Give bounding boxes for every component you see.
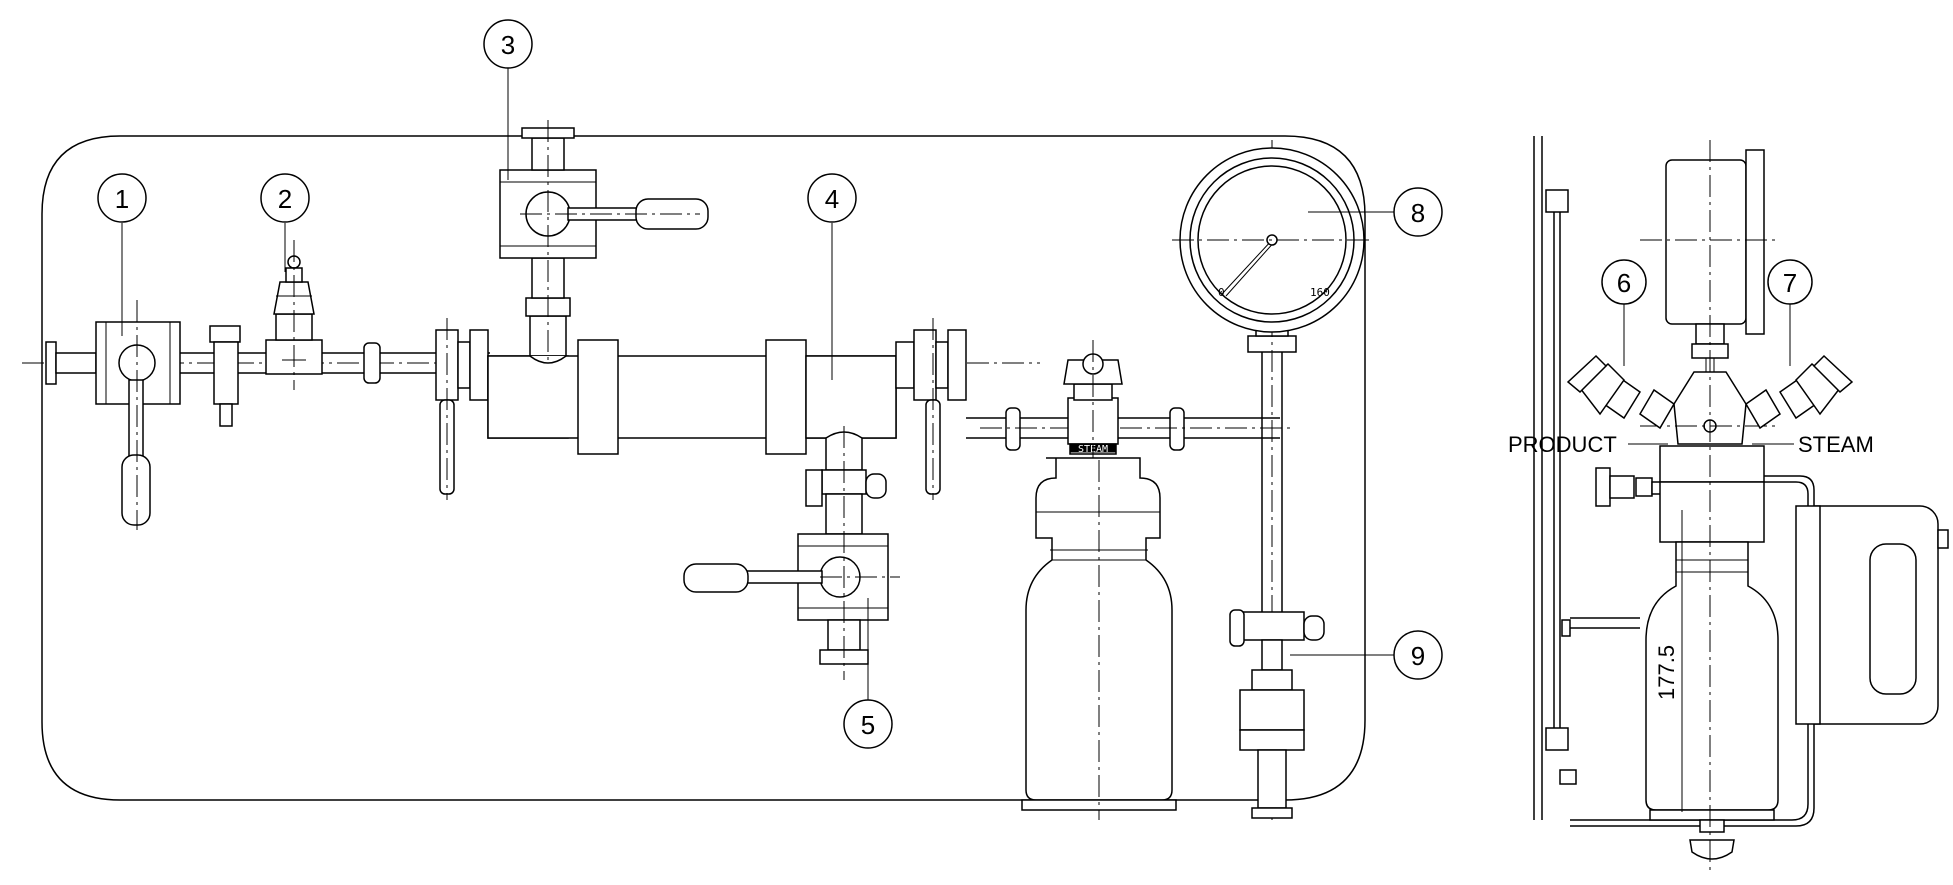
check-element xyxy=(209,325,241,427)
side-panel-edge xyxy=(1533,136,1577,820)
bottle-height-dimension: 177.5 xyxy=(1654,645,1679,700)
callout-8: 8 xyxy=(1393,187,1443,237)
callout-3: 3 xyxy=(483,19,533,69)
needle-valve-2 xyxy=(265,240,323,390)
clamp-flange-right xyxy=(895,318,967,500)
svg-text:2: 2 xyxy=(278,184,292,214)
callout-7: 7 xyxy=(1767,259,1813,305)
side-view: PRODUCT STEAM 177.5 xyxy=(1508,136,1949,870)
svg-text:5: 5 xyxy=(861,710,875,740)
side-flow-labels: PRODUCT STEAM xyxy=(1508,432,1874,457)
pressure-gauge-8: 0 160 xyxy=(1172,147,1372,333)
ball-valve-5 xyxy=(683,426,900,680)
svg-text:1: 1 xyxy=(115,184,129,214)
callout-5: 5 xyxy=(843,699,893,749)
clamp-flange-left xyxy=(435,318,489,500)
ball-valve-1 xyxy=(95,300,181,530)
svg-text:7: 7 xyxy=(1783,268,1797,298)
callout-1: 1 xyxy=(97,173,147,223)
pipe-union xyxy=(363,342,381,384)
callout-2: 2 xyxy=(260,173,310,223)
side-heater-box xyxy=(1795,505,1949,725)
side-gauge xyxy=(1640,149,1776,359)
side-product-stub xyxy=(1595,467,1665,507)
svg-text:9: 9 xyxy=(1411,641,1425,671)
side-bottle xyxy=(1645,140,1779,870)
drain-valve-9 xyxy=(1229,609,1325,819)
gauge-max-label: 160 xyxy=(1310,286,1330,299)
ball-valve-3 xyxy=(499,120,709,364)
callout-6: 6 xyxy=(1601,259,1647,305)
callout-leaders-front xyxy=(121,68,1394,700)
gauge-min-label: 0 xyxy=(1218,286,1225,299)
svg-text:6: 6 xyxy=(1617,268,1631,298)
front-view: STEAM 0 160 xyxy=(22,19,1443,820)
side-inlet-valve-6 xyxy=(1566,354,1675,430)
svg-text:8: 8 xyxy=(1411,198,1425,228)
sample-valve: STEAM xyxy=(1063,340,1123,470)
tee-body-4 xyxy=(487,339,897,455)
steam-label: STEAM xyxy=(1798,432,1874,457)
side-inlet-valve-7 xyxy=(1745,354,1854,430)
callout-4: 4 xyxy=(807,173,857,223)
callout-9: 9 xyxy=(1393,630,1443,680)
callout-leaders-side xyxy=(1623,304,1791,366)
svg-text:3: 3 xyxy=(501,30,515,60)
product-label: PRODUCT xyxy=(1508,432,1617,457)
outlet-pipe xyxy=(966,407,1290,451)
svg-text:4: 4 xyxy=(825,184,839,214)
sample-bottle xyxy=(1021,457,1177,820)
side-dimension: 177.5 xyxy=(1654,510,1683,812)
